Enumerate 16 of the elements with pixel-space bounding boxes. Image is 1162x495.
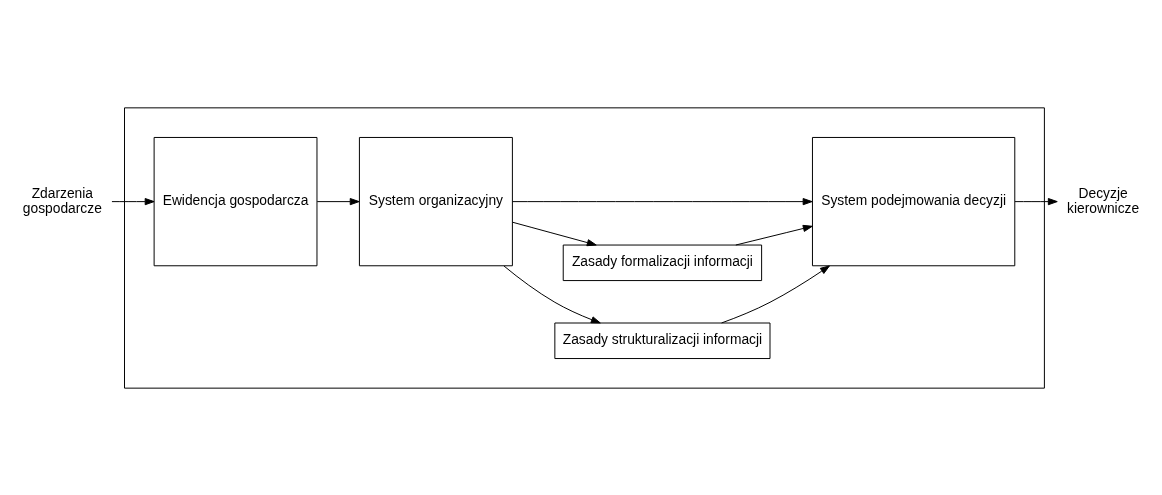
node-box: Zasady strukturalizacji informacji: [554, 322, 771, 359]
node-box: System organizacyjny: [358, 136, 513, 266]
arrow: [1014, 197, 1058, 205]
arrow: [735, 224, 813, 245]
arrow: [512, 221, 597, 246]
arrow: [503, 264, 601, 323]
arrow: [111, 197, 155, 205]
node-text: Decyzje kierownicze: [1067, 184, 1140, 216]
cluster: [124, 106, 1045, 389]
node-box: Ewidencja gospodarcza: [153, 136, 318, 266]
node-box: System podejmowania decyzji: [811, 136, 1016, 266]
node-text: Zdarzenia gospodarcze: [22, 184, 102, 216]
arrow: [721, 264, 830, 323]
node-box: Zasady formalizacji informacji: [562, 244, 763, 281]
arrow: [316, 197, 360, 205]
arrow: [512, 197, 813, 205]
